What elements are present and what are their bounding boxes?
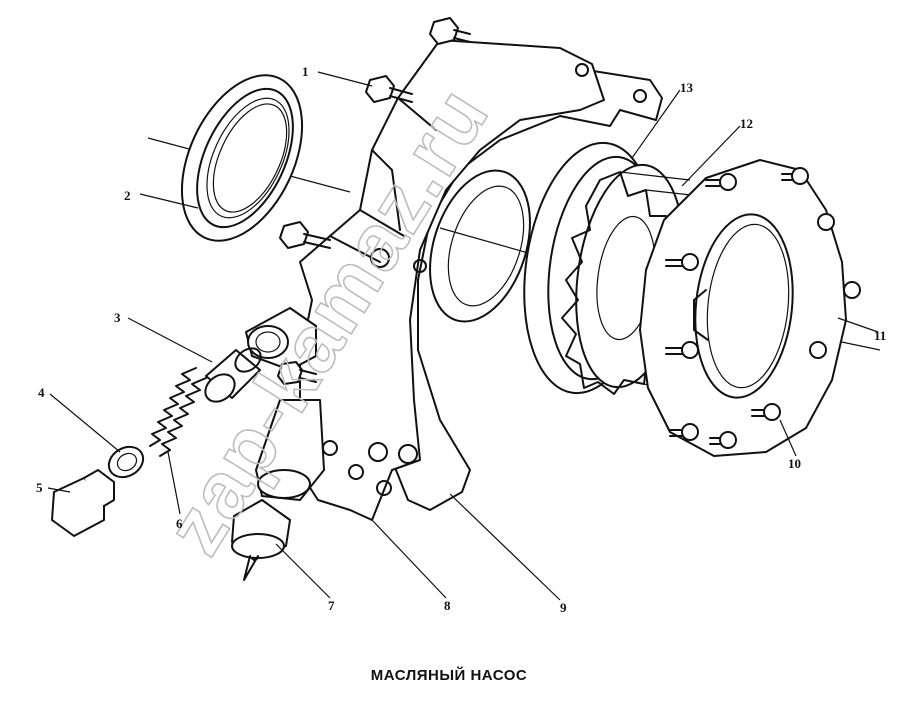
callout-2: 2	[124, 188, 131, 203]
callout-12: 12	[740, 116, 753, 131]
callout-8: 8	[444, 598, 451, 613]
callout-13: 13	[680, 80, 694, 95]
part-3-valve-plunger	[204, 347, 262, 403]
callout-3: 3	[114, 310, 121, 325]
callout-5: 5	[36, 480, 43, 495]
callout-6: 6	[176, 516, 183, 531]
part-2-seal-ring	[180, 74, 304, 242]
part-4-washer	[107, 445, 145, 479]
part-11-cover-plate	[639, 159, 847, 457]
part-1-bolts	[277, 17, 471, 385]
callout-10: 10	[788, 456, 801, 471]
callout-1: 1	[302, 64, 309, 79]
part-8-pump-housing	[245, 39, 647, 521]
part-5-plug	[51, 469, 115, 537]
part-6-spring	[149, 367, 207, 457]
part-7-valve-cap	[231, 499, 291, 581]
callout-7: 7	[328, 598, 335, 613]
callout-9: 9	[560, 600, 567, 615]
callout-11: 11	[874, 328, 886, 343]
part-10-cover-bolts	[665, 167, 861, 449]
leader-lines	[47, 71, 879, 601]
diagram-caption: МАСЛЯНЫЙ НАСОС	[370, 667, 528, 684]
callout-4: 4	[38, 385, 45, 400]
